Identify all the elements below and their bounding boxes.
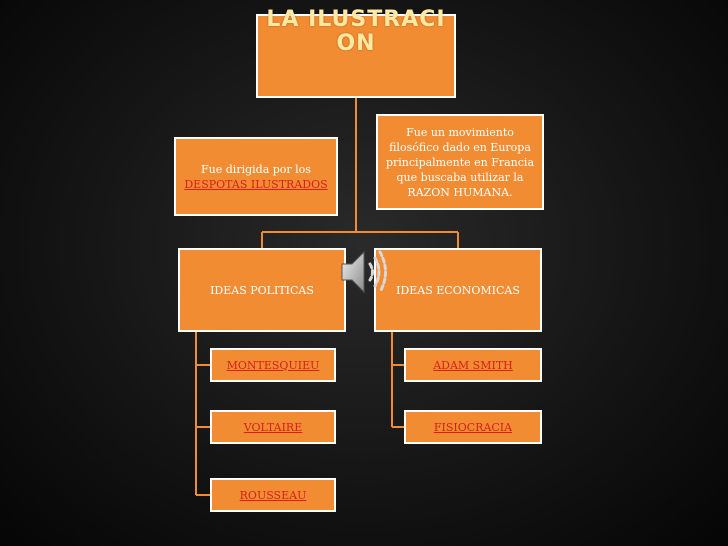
directed-prefix: Fue dirigida por los [201, 162, 311, 176]
adam-smith-link[interactable]: ADAM SMITH [433, 358, 513, 372]
rousseau-box: ROUSSEAU [210, 478, 336, 512]
adam-smith-box: ADAM SMITH [404, 348, 542, 382]
montesquieu-box: MONTESQUIEU [210, 348, 336, 382]
montesquieu-link[interactable]: MONTESQUIEU [226, 358, 320, 372]
ideas-economicas-label: IDEAS ECONOMICAS [396, 283, 520, 297]
directed-box: Fue dirigida por los DESPOTAS ILUSTRADOS [174, 137, 338, 216]
ideas-politicas-box: IDEAS POLITICAS [178, 248, 346, 332]
description-box: Fue un movimiento filosófico dado en Eur… [376, 114, 544, 210]
voltaire-link[interactable]: VOLTAIRE [243, 420, 303, 434]
speaker-icon[interactable] [338, 246, 394, 298]
title-text: LA ILUSTRACION [266, 7, 446, 56]
ideas-politicas-label: IDEAS POLITICAS [210, 283, 314, 297]
rousseau-link[interactable]: ROUSSEAU [239, 488, 307, 502]
description-text: Fue un movimiento filosófico dado en Eur… [385, 125, 534, 199]
title-box: LA ILUSTRACION [256, 8, 456, 98]
voltaire-box: VOLTAIRE [210, 410, 336, 444]
ideas-economicas-box: IDEAS ECONOMICAS [374, 248, 542, 332]
despotas-link[interactable]: DESPOTAS ILUSTRADOS [184, 177, 328, 191]
fisiocracia-link[interactable]: FISIOCRACIA [433, 420, 513, 434]
fisiocracia-box: FISIOCRACIA [404, 410, 542, 444]
